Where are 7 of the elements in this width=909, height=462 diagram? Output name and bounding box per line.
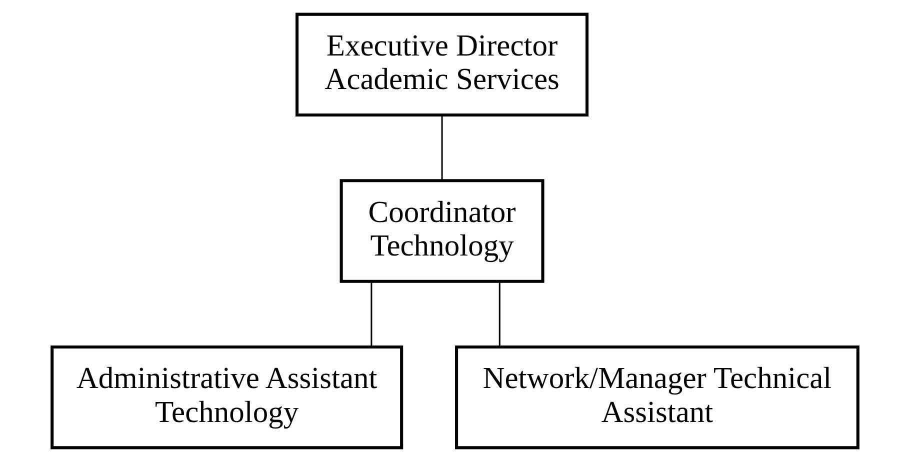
connector: [440, 115, 442, 180]
node-box: Executive Director Academic Services: [295, 12, 588, 117]
node-box: Administrative Assistant Technology: [50, 345, 403, 450]
connector: [370, 282, 372, 347]
node-box: Coordinator Technology: [339, 179, 544, 283]
node-box: Network/Manager Technical Assistant: [454, 345, 859, 450]
connector: [498, 282, 500, 347]
